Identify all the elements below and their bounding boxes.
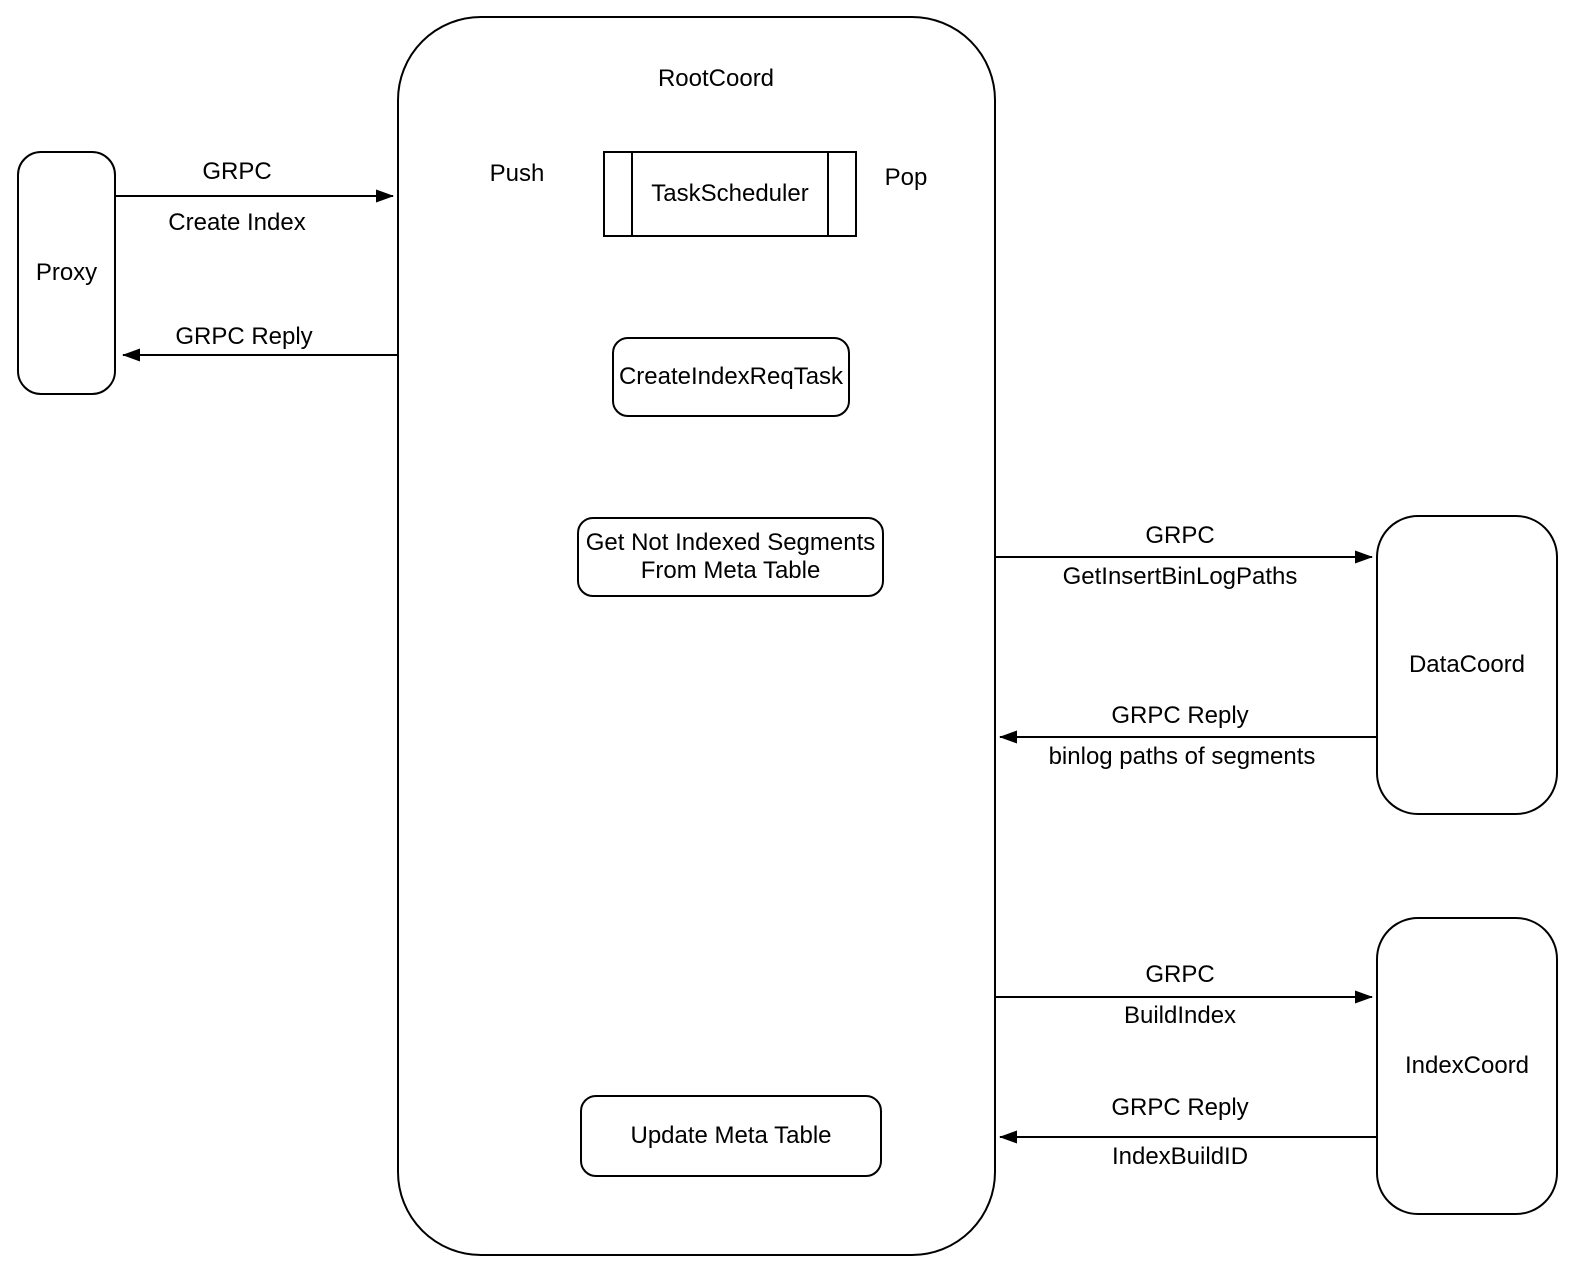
node-datacoord-label: DataCoord <box>1408 651 1526 678</box>
node-update-meta-table-label: Update Meta Table <box>630 1122 832 1149</box>
node-indexcoord: IndexCoord <box>1376 917 1558 1215</box>
node-get-not-indexed-segments: Get Not Indexed Segments From Meta Table <box>577 517 884 597</box>
node-proxy-label: Proxy <box>35 259 98 286</box>
label-grpc-reply-binlog-method: binlog paths of segments <box>1044 743 1320 771</box>
task-scheduler-left-bar <box>631 153 633 235</box>
node-datacoord: DataCoord <box>1376 515 1558 815</box>
node-create-index-req-task-label: CreateIndexReqTask <box>618 363 844 390</box>
label-grpc-create-index-protocol: GRPC <box>198 158 276 186</box>
label-grpc-buildindex-protocol: GRPC <box>1141 961 1219 989</box>
label-grpc-reply-indexbuildid-protocol: GRPC Reply <box>1107 1094 1253 1122</box>
label-push: Push <box>485 160 549 188</box>
node-rootcoord-label: RootCoord <box>657 65 775 92</box>
node-update-meta-table: Update Meta Table <box>580 1095 882 1177</box>
node-indexcoord-label: IndexCoord <box>1404 1052 1530 1079</box>
node-proxy: Proxy <box>17 151 116 395</box>
node-task-scheduler: TaskScheduler <box>603 151 857 237</box>
node-get-not-indexed-segments-line1: Get Not Indexed Segments <box>585 529 876 556</box>
label-grpc-reply-indexbuildid-method: IndexBuildID <box>1107 1143 1253 1171</box>
label-grpc-reply-binlog-protocol: GRPC Reply <box>1107 702 1253 730</box>
label-grpc-create-index-method: Create Index <box>164 209 310 237</box>
label-grpc-getinsertbinlogpaths-protocol: GRPC <box>1141 522 1219 550</box>
label-pop: Pop <box>880 164 932 192</box>
task-scheduler-right-bar <box>827 153 829 235</box>
label-grpc-buildindex-method: BuildIndex <box>1119 1002 1241 1030</box>
label-grpc-getinsertbinlogpaths-method: GetInsertBinLogPaths <box>1058 563 1302 591</box>
label-grpc-reply-to-proxy: GRPC Reply <box>171 323 317 351</box>
node-create-index-req-task: CreateIndexReqTask <box>612 337 850 417</box>
node-task-scheduler-label: TaskScheduler <box>651 180 809 207</box>
node-get-not-indexed-segments-line2: From Meta Table <box>640 557 821 584</box>
